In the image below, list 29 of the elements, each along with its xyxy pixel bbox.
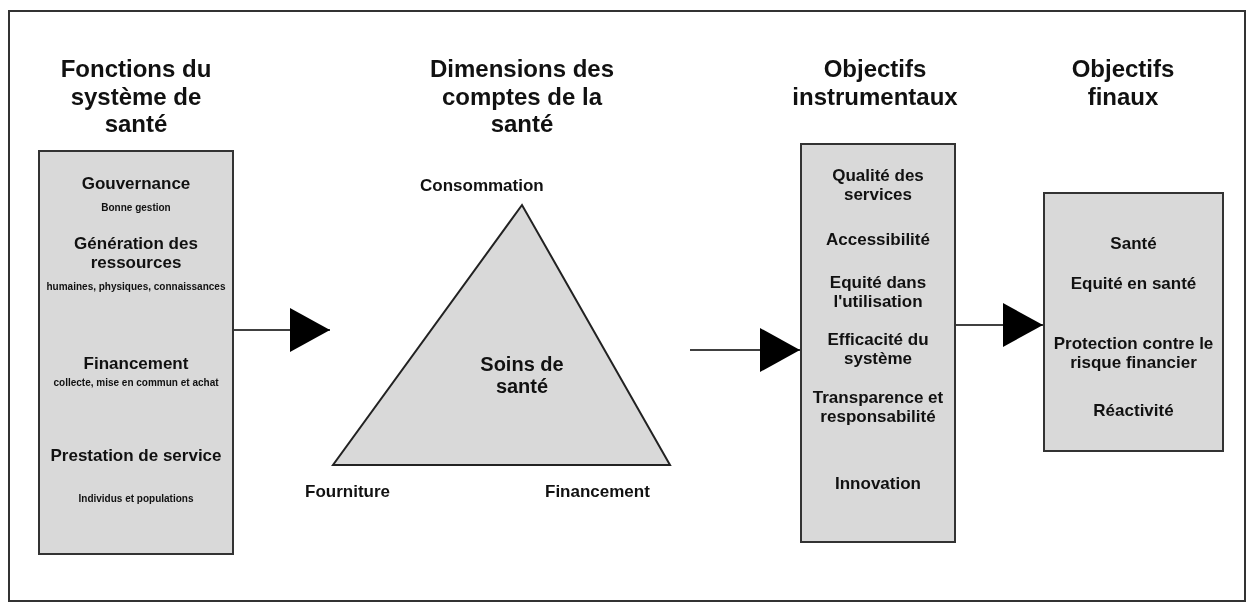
item-label: Transparence et responsabilité bbox=[811, 389, 945, 427]
item-label: Génération des ressources bbox=[73, 235, 199, 273]
item-label: Qualité des services bbox=[831, 167, 925, 205]
arrow bbox=[955, 303, 1044, 347]
item-label: Réactivité bbox=[1092, 402, 1175, 421]
item-detail: Individus et populations bbox=[77, 493, 195, 504]
section-heading: Objectifs instrumentaux bbox=[791, 55, 959, 111]
vertex-label: Consommation bbox=[420, 177, 544, 196]
section-heading: Objectifs finaux bbox=[1070, 55, 1176, 111]
item-label: Innovation bbox=[834, 475, 922, 494]
section-heading: Fonctions du système de santé bbox=[59, 55, 213, 138]
item-label: Accessibilité bbox=[825, 231, 931, 250]
section-heading: Dimensions des comptes de la santé bbox=[428, 55, 616, 138]
vertex-label: Financement bbox=[545, 483, 650, 502]
arrow bbox=[233, 308, 331, 352]
item-label: Efficacité du système bbox=[826, 331, 930, 369]
item-detail: humaines, physiques, connaissances bbox=[45, 281, 227, 292]
item-label: Equité dans l'utilisation bbox=[828, 274, 928, 312]
item-label: Santé bbox=[1109, 235, 1158, 254]
center-label: Soins de santé bbox=[479, 353, 565, 397]
item-label: Prestation de service bbox=[49, 447, 223, 466]
item-label: Protection contre le risque financier bbox=[1052, 335, 1215, 373]
item-label: Financement bbox=[82, 355, 190, 374]
item-detail: Bonne gestion bbox=[100, 202, 172, 213]
vertex-label: Fourniture bbox=[305, 483, 390, 502]
item-label: Equité en santé bbox=[1069, 275, 1198, 294]
item-label: Gouvernance bbox=[80, 175, 192, 194]
item-detail: collecte, mise en commun et achat bbox=[52, 377, 220, 388]
arrow bbox=[689, 328, 801, 372]
